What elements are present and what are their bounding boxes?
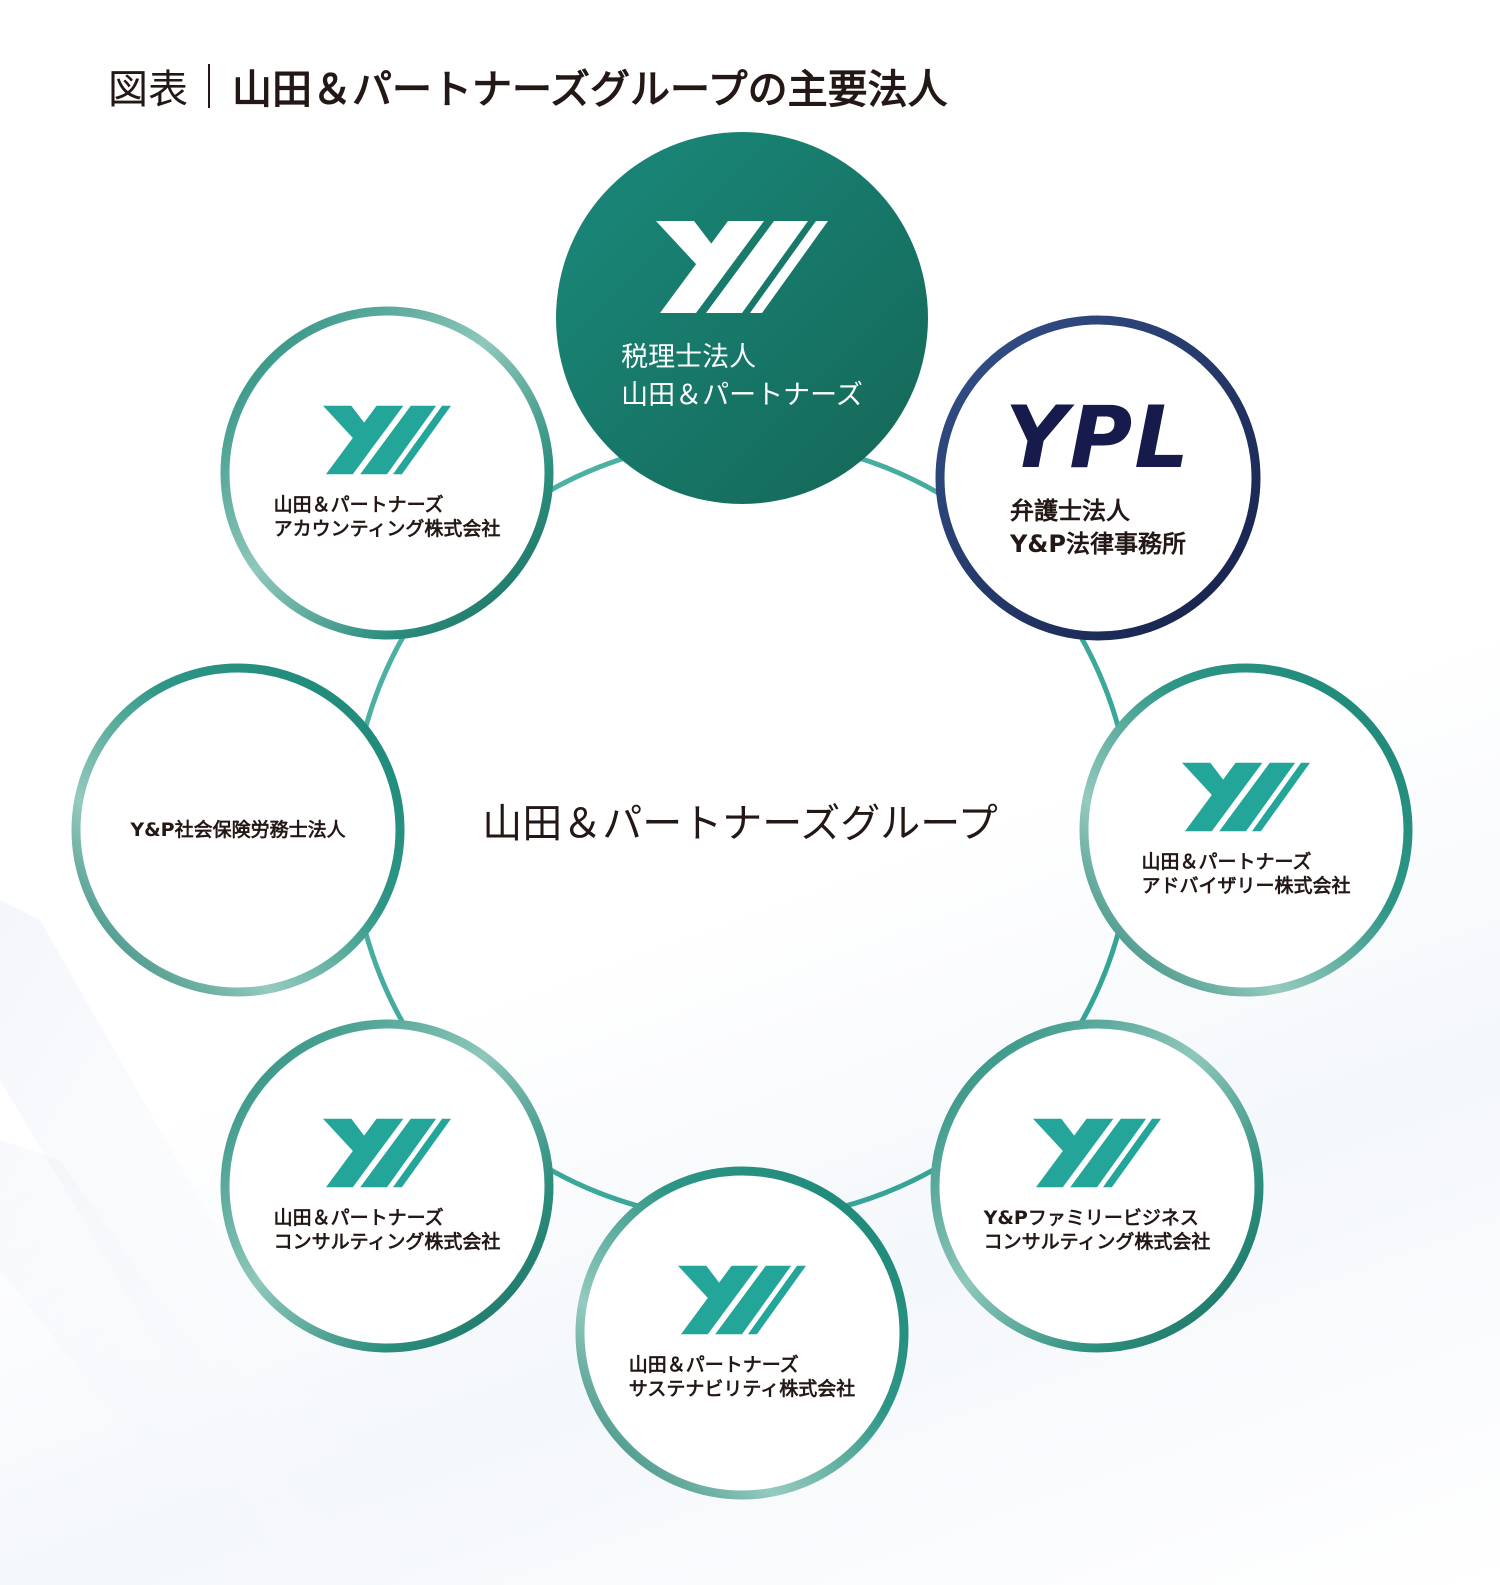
node-circle-legal	[935, 315, 1261, 641]
node-name-family: Y&Pファミリービジネス コンサルティング株式会社	[983, 1206, 1211, 1253]
header-divider	[208, 64, 210, 108]
figure-header: 図表 山田＆パートナーズグループの主要法人	[108, 58, 948, 114]
yp-logo-icon	[678, 1265, 806, 1334]
node-sustain: 山田＆パートナーズ サステナビリティ株式会社	[580, 1171, 904, 1495]
node-accounting: 山田＆パートナーズ アカウンティング株式会社	[225, 311, 549, 635]
node-legal: YPL 弁護士法人 Y&P法律事務所	[940, 320, 1256, 636]
node-advisory: 山田＆パートナーズ アドバイザリー株式会社	[1084, 668, 1408, 992]
ypl-logo: YPL	[1004, 387, 1192, 488]
group-name: 山田＆パートナーズグループ	[482, 801, 998, 847]
yp-logo-icon	[323, 1118, 451, 1187]
node-family: Y&Pファミリービジネス コンサルティング株式会社	[935, 1024, 1259, 1348]
node-name-tax: 税理士法人 山田＆パートナーズ	[621, 342, 863, 411]
node-name-accounting: 山田＆パートナーズ アカウンティング株式会社	[273, 493, 501, 540]
node-name-advisory: 山田＆パートナーズ アドバイザリー株式会社	[1141, 850, 1351, 897]
node-circle-tax	[556, 132, 928, 504]
node-consulting: 山田＆パートナーズ コンサルティング株式会社	[225, 1024, 549, 1348]
node-name-consulting: 山田＆パートナーズ コンサルティング株式会社	[273, 1206, 501, 1253]
node-tax: 税理士法人 山田＆パートナーズ	[556, 132, 928, 504]
node-circle-sharoushi	[71, 663, 405, 997]
yp-logo-icon	[656, 221, 828, 314]
node-name-legal: 弁護士法人 Y&P法律事務所	[1010, 496, 1186, 558]
yp-logo-icon	[1182, 762, 1310, 831]
node-name-sharoushi: Y&P社会保険労務士法人	[130, 818, 346, 841]
yp-logo-icon	[323, 405, 451, 474]
yp-logo-icon	[1033, 1118, 1161, 1187]
figure-title: 山田＆パートナーズグループの主要法人	[232, 67, 948, 113]
node-name-sustain: 山田＆パートナーズ サステナビリティ株式会社	[628, 1353, 856, 1400]
figure-label: 図表	[108, 67, 188, 113]
node-sharoushi: Y&P社会保険労務士法人	[76, 668, 400, 992]
